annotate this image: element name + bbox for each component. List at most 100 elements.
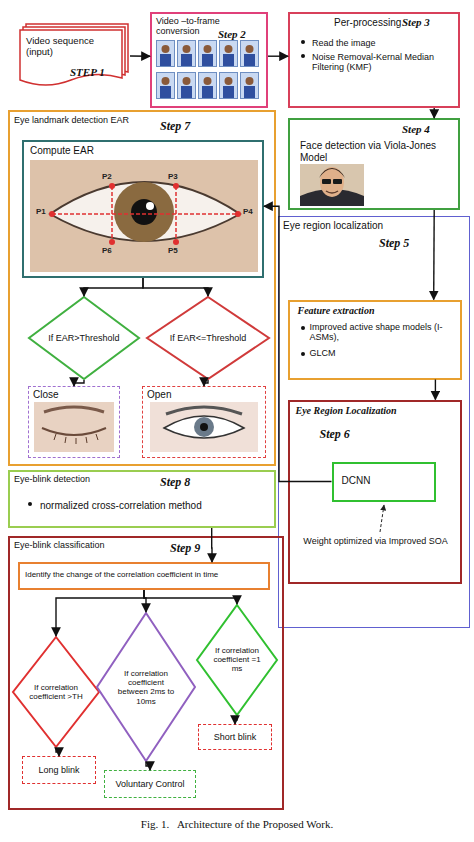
- flow-arrow: [268, 56, 288, 57]
- face-photo: [326, 191, 338, 193]
- face-photo: [300, 164, 364, 206]
- box-label: normalized cross-correlation method: [40, 500, 270, 512]
- open-eye-photo: [164, 416, 244, 438]
- face-photo: [333, 179, 342, 184]
- box-label: GLCM: [310, 348, 458, 358]
- process-box: Feature extractionImproved active shape …: [288, 300, 462, 380]
- ear-eye-photo: [52, 213, 238, 215]
- group-box: Eye landmark detection EARStep 7Compute …: [8, 110, 276, 466]
- box-label: Weight optimized via Improved SOA: [296, 536, 456, 546]
- leader-arrow: [380, 505, 384, 532]
- ear-eye-photo: [49, 211, 55, 217]
- ear-eye-photo: [146, 202, 154, 210]
- closed-eye-photo: [44, 407, 104, 412]
- process-box: Per-processingStep 3Read the imageNoise …: [288, 12, 460, 108]
- video-frames: [199, 73, 217, 99]
- video-frames: [241, 41, 259, 67]
- flow-arrow: [235, 716, 237, 724]
- flow-arrow: [211, 528, 213, 562]
- flow-arrow: [435, 380, 436, 400]
- decision-diamond: If EAR>Threshold: [28, 296, 140, 380]
- step-label: Step 8: [160, 476, 220, 490]
- ear-eye-photo: [131, 199, 157, 225]
- video-frames: [157, 73, 175, 99]
- diamond-outline: [13, 637, 99, 747]
- decision-diamond: If EAR<=Threshold: [146, 296, 270, 380]
- box-label: If correlation coefficient =1 ms: [211, 646, 263, 674]
- step-label: STEP 1: [70, 66, 128, 79]
- open-eye-photo: [194, 417, 214, 437]
- point-label: P5: [168, 246, 178, 255]
- step-label: Feature extraction: [298, 305, 458, 317]
- box-label: Close: [33, 389, 93, 401]
- box-label: Eye region localization: [283, 220, 463, 232]
- face-photo: [300, 189, 364, 206]
- box-label: Per-processing: [334, 17, 404, 29]
- leader-arrow: [380, 505, 384, 532]
- step-label: Step 5: [379, 237, 439, 251]
- box-label: Improved active shape models (I-ASMs),: [310, 322, 458, 343]
- ear-eye-photo: [50, 182, 240, 241]
- open-eye-photo: [150, 402, 258, 452]
- box-label: Read the image: [312, 38, 456, 48]
- open-eye-photo: [150, 402, 258, 452]
- point-label: P6: [102, 246, 112, 255]
- closed-eye-photo: [34, 402, 114, 452]
- ear-eye-photo: [235, 211, 241, 217]
- group-box: Eye region localizationStep 5 Feature ext…: [278, 216, 470, 628]
- ear-eye-photo: [30, 160, 258, 272]
- point-label: P3: [168, 172, 178, 181]
- face-photo: [320, 167, 344, 197]
- step-label: Step 2: [218, 28, 266, 41]
- point-label: P1: [36, 207, 46, 216]
- box-label: Short blink: [201, 732, 269, 742]
- box-label: If correlation coefficient between 2ms t…: [116, 669, 176, 706]
- point-label: P2: [102, 172, 112, 181]
- diamond-outline: [97, 613, 195, 761]
- box-label: If EAR<=Threshold: [168, 333, 247, 343]
- video-frames: [157, 41, 175, 67]
- bullet-points: [28, 502, 32, 506]
- flow-arrow: [56, 590, 144, 636]
- result-box: Close: [28, 386, 120, 458]
- decision-diamond: If correlation coefficient between 2ms t…: [96, 612, 196, 762]
- box-label: If EAR>Threshold: [47, 333, 121, 343]
- video-frames: [220, 73, 238, 99]
- process-box: Video –to-frame conversionStep 2: [150, 12, 268, 108]
- face-photo: [319, 168, 345, 178]
- flow-arrow: [434, 108, 435, 118]
- bullet-points: [301, 40, 305, 44]
- flow-arrow: [84, 278, 143, 296]
- step-label: Step 3: [402, 16, 458, 29]
- closed-eye-photo: [54, 434, 98, 444]
- result-box: Short blink: [198, 724, 272, 750]
- open-eye-photo: [200, 423, 208, 431]
- group-box: Eye-blink classificationStep 9Identify t…: [8, 536, 284, 810]
- result-box: Long blink: [22, 756, 96, 784]
- video-frames: [199, 41, 217, 67]
- ear-eye-photo: [173, 239, 179, 245]
- bullet-points: [301, 352, 305, 356]
- diamond-outline: [197, 605, 277, 715]
- process-box: Compute EAR: [22, 140, 264, 278]
- box-label: Long blink: [25, 765, 93, 775]
- ear-eye-photo: [109, 239, 115, 245]
- step-label: Step 4: [402, 123, 458, 136]
- decision-diamond: If correlation coefficient =1 ms: [196, 604, 278, 716]
- closed-eye-photo: [34, 402, 114, 452]
- face-photo: [322, 179, 331, 184]
- video-frames: [157, 41, 259, 99]
- box-label: Eye-blink detection: [14, 474, 160, 484]
- box-label: Face detection via Viola-Jones Model: [300, 140, 456, 163]
- face-photo: [300, 164, 364, 206]
- open-eye-photo: [166, 407, 242, 414]
- box-label: Video sequence (input): [26, 36, 106, 58]
- step-label: Step 9: [170, 542, 230, 556]
- decision-diamond: If correlation coefficient >TH: [12, 636, 100, 748]
- video-frames: [241, 73, 259, 99]
- box-label: Voluntary Control: [107, 779, 193, 789]
- process-box: Identify the change of the correlation c…: [18, 562, 270, 590]
- diamond-outline: [29, 297, 139, 379]
- box-label: If correlation coefficient >TH: [29, 683, 84, 701]
